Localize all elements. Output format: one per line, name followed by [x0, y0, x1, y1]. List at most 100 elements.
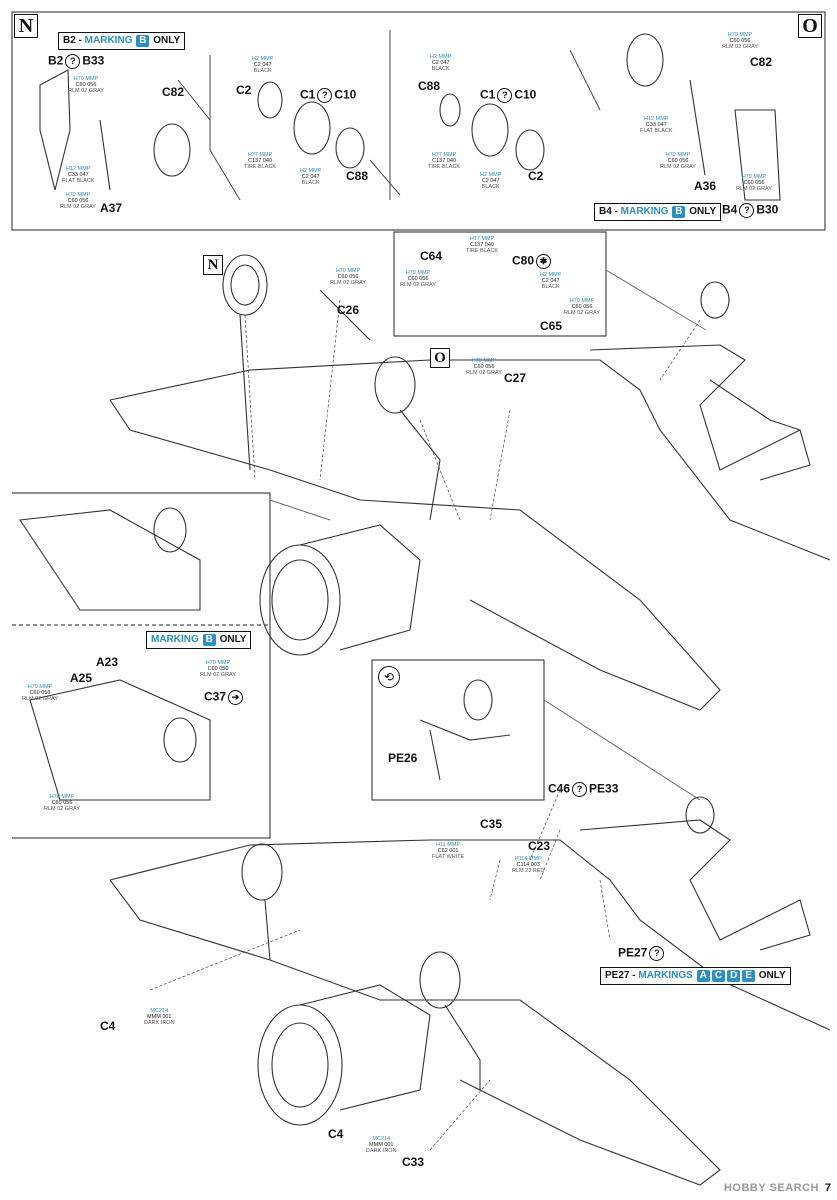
- paint-name: RLM 02 GRAY: [44, 806, 80, 812]
- label-pe27: PE27?: [618, 946, 666, 961]
- paint-brand: H70 MMP: [471, 358, 497, 364]
- question-icon: ?: [65, 54, 81, 69]
- paint-name: RLM 02 GRAY: [68, 88, 104, 94]
- paint-name: RLM 02 GRAY: [400, 282, 436, 288]
- marking-letter: E: [742, 970, 755, 982]
- paint-nums: C2 047: [481, 178, 500, 184]
- label-c27: C27: [504, 371, 527, 385]
- paint-brand: H114 MMP: [514, 856, 542, 862]
- part-b: C10: [334, 87, 357, 102]
- page-number: 7: [824, 1182, 831, 1194]
- paint-nums: C60 056: [473, 364, 495, 370]
- paint-brand: H70 MMP: [665, 152, 691, 158]
- paint-brand: H70 MMP: [27, 684, 53, 690]
- paint-brand: H2 MMP: [300, 168, 322, 174]
- marking-prefix: PE27 -: [605, 970, 639, 981]
- paint-brand: H70 MMP: [405, 270, 431, 276]
- paint-nums: C60 056: [571, 304, 593, 310]
- label-c64: C64: [420, 249, 443, 263]
- paint-nums: C60 056: [75, 82, 97, 88]
- paint-name: RLM 02 GRAY: [660, 164, 696, 170]
- paint-nums: C60 056: [729, 38, 751, 44]
- paint-brand: H70 MMP: [741, 174, 767, 180]
- paint-brand: H70 MMP: [49, 794, 75, 800]
- label-c4-a: C4: [100, 1019, 116, 1033]
- paint-nums: C33 047: [67, 172, 89, 178]
- label-c35: C35: [480, 817, 503, 831]
- marking-letter: B: [136, 35, 150, 47]
- question-icon: ?: [649, 946, 665, 961]
- label-c1-c10-o: C1?C10: [480, 88, 536, 103]
- paint-brand: MC214: [150, 1008, 169, 1014]
- part-a: C37: [204, 689, 227, 704]
- marking-word: MARKINGS: [638, 970, 693, 981]
- marking-b4-only: B4 - MARKING B ONLY: [594, 203, 722, 221]
- part-a: C46: [548, 781, 571, 796]
- paint-nums: C137 040: [432, 158, 456, 164]
- paint-brand: H2 MMP: [252, 56, 274, 62]
- label-b4-b30: B4?B30: [722, 203, 778, 218]
- star-icon: ✱: [536, 254, 552, 269]
- paint-brand: H70 MMP: [65, 192, 91, 198]
- marking-letter: D: [727, 970, 741, 982]
- paint-nums: MMM 001: [369, 1142, 394, 1148]
- paint-brand: H77 MMP: [431, 152, 457, 158]
- label-pe26: PE26: [388, 751, 418, 765]
- label-c82-n: C82: [162, 85, 185, 99]
- paint-brand: H70 MMP: [727, 32, 753, 38]
- part-a: C80: [512, 253, 535, 268]
- paint-brand: H2 MMP: [540, 272, 562, 278]
- paint-name: DARK IRON: [144, 1020, 175, 1026]
- paint-brand: H12 MMP: [644, 116, 669, 122]
- paint-nums: C2 047: [541, 278, 560, 284]
- label-c2-o: C2: [528, 169, 544, 183]
- paint-brand: MC214: [372, 1136, 391, 1142]
- paint-nums: C137 040: [470, 242, 494, 248]
- paint-nums: C60 056: [67, 198, 89, 204]
- paint-name: RLM 02 GRAY: [200, 672, 236, 678]
- part-b: B33: [82, 53, 105, 68]
- label-a23: A23: [96, 655, 119, 669]
- paint-name: RLM 02 GRAY: [466, 370, 502, 376]
- paint-brand: H2 MMP: [480, 172, 502, 178]
- paint-name: RLM 02 GRAY: [736, 186, 772, 192]
- part-b: C10: [514, 87, 537, 102]
- marking-suffix: ONLY: [153, 35, 181, 46]
- label-c37: C37➔: [204, 690, 245, 705]
- paint-nums: C2 047: [431, 60, 450, 66]
- paint-name: RLM 02 GRAY: [22, 696, 58, 702]
- paint-name: RLM 02 GRAY: [564, 310, 600, 316]
- part-a: B2: [48, 53, 64, 68]
- paint-name: TIRE BLACK: [466, 248, 499, 254]
- paint-name: BLACK: [541, 284, 560, 290]
- paint-nums: C60 056: [51, 800, 73, 806]
- part-b: B30: [756, 202, 779, 217]
- question-icon: ?: [572, 782, 588, 797]
- paint-name: RLM 02 GRAY: [60, 204, 96, 210]
- paint-brand: H70 MMP: [335, 268, 361, 274]
- part-b: PE33: [589, 781, 619, 796]
- marking-letter: B: [202, 634, 216, 646]
- marking-letter: C: [711, 970, 726, 982]
- step-o-inline: O: [430, 348, 450, 368]
- label-a36: A36: [694, 179, 717, 193]
- step-n-inline: N: [203, 255, 223, 275]
- paint-nums: C33 047: [645, 122, 667, 128]
- paint-name: TIRE BLACK: [428, 164, 461, 170]
- label-c88-n: C88: [346, 169, 369, 183]
